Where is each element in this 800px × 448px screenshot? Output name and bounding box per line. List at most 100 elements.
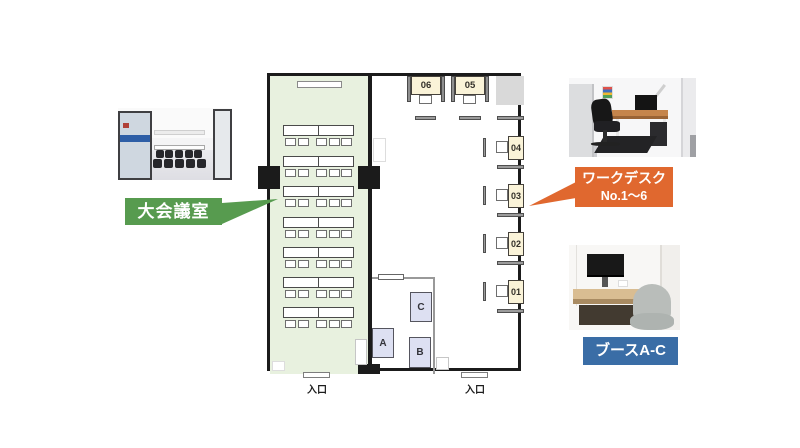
chair xyxy=(496,141,508,153)
table xyxy=(283,125,319,136)
partition xyxy=(483,282,486,301)
chair xyxy=(316,290,327,298)
table xyxy=(283,307,319,318)
meeting-room-fixture xyxy=(272,361,285,371)
work-desk-label-line2: No.1〜6 xyxy=(600,189,648,203)
work-desk-photo xyxy=(569,78,696,157)
photo-chair xyxy=(164,159,174,169)
work-desk-label: ワークデスク No.1〜6 xyxy=(575,167,673,207)
booth-photo xyxy=(569,245,680,330)
booth-a: A xyxy=(372,328,394,358)
work-desk-03: 03 xyxy=(508,184,524,208)
partition xyxy=(407,76,411,102)
chair xyxy=(329,320,340,328)
work-desk-06: 06 xyxy=(411,76,441,95)
wall-stub xyxy=(358,364,380,374)
photo-glass-door-right xyxy=(212,109,232,180)
meeting-table-row xyxy=(283,307,355,329)
photo-desk-shadow xyxy=(578,304,642,325)
work-desk-01: 01 xyxy=(508,280,524,304)
photo-poster xyxy=(602,85,614,100)
photo-glass-wall-left xyxy=(118,110,153,180)
partition xyxy=(497,116,524,120)
photo-tables xyxy=(154,144,205,150)
table xyxy=(283,247,319,258)
photo-chair xyxy=(184,149,193,158)
work-desk-unit-06: 06 xyxy=(407,76,445,105)
chair xyxy=(341,290,352,298)
chair xyxy=(419,95,432,104)
photo-chair xyxy=(175,149,183,158)
partition xyxy=(497,165,524,169)
work-desk-unit-03: 03 xyxy=(483,184,524,208)
photo-monitor xyxy=(635,95,657,110)
photo-chair-post xyxy=(603,130,608,143)
chair xyxy=(298,320,309,328)
photo-chair xyxy=(175,159,185,169)
photo-partition-left xyxy=(569,84,595,157)
entrance-mark-left xyxy=(303,372,330,378)
chair xyxy=(341,138,352,146)
table xyxy=(318,277,354,288)
photo-monitor xyxy=(586,253,625,278)
chair xyxy=(341,230,352,238)
table xyxy=(283,156,319,167)
photo-chair-base xyxy=(590,141,620,146)
chair xyxy=(298,138,309,146)
chair xyxy=(285,138,296,146)
dividing-wall xyxy=(368,76,372,374)
photo-desk-item xyxy=(617,279,628,288)
work-desk-callout-tail xyxy=(529,182,576,206)
chair xyxy=(285,260,296,268)
work-desk-05: 05 xyxy=(455,76,485,95)
booth-area-door xyxy=(378,274,404,280)
meeting-table-row xyxy=(283,186,355,208)
table xyxy=(318,217,354,228)
photo-monitor-arm xyxy=(602,277,608,287)
photo-chair xyxy=(196,159,206,169)
photo-back-wall-board xyxy=(154,129,205,135)
work-desk-04: 04 xyxy=(508,136,524,160)
photo-chair xyxy=(185,159,195,169)
chair xyxy=(496,189,508,201)
partition xyxy=(459,116,481,120)
chair xyxy=(341,260,352,268)
meeting-room-photo xyxy=(118,108,232,180)
table xyxy=(318,307,354,318)
meeting-room-label: 大会議室 xyxy=(125,198,222,225)
entrance-label-right: 入口 xyxy=(465,385,485,396)
booth-area-wall xyxy=(433,277,435,374)
table xyxy=(283,186,319,197)
chair xyxy=(285,230,296,238)
chair xyxy=(316,260,327,268)
table xyxy=(318,247,354,258)
chair xyxy=(316,320,327,328)
chair xyxy=(316,230,327,238)
chair xyxy=(298,260,309,268)
photo-chair xyxy=(155,149,164,158)
chair xyxy=(285,169,296,177)
entrance-mark-right xyxy=(461,372,488,378)
work-desk-unit-05: 05 xyxy=(451,76,489,105)
partition xyxy=(451,76,455,102)
meeting-table-row xyxy=(283,277,355,299)
photo-chair-seat xyxy=(594,120,620,132)
partition xyxy=(483,186,486,205)
chair xyxy=(298,230,309,238)
booth-label: ブースA-C xyxy=(583,337,678,365)
chair xyxy=(496,285,508,297)
work-desk-02: 02 xyxy=(508,232,524,256)
chair xyxy=(496,237,508,249)
cabinet xyxy=(373,138,386,162)
photo-desk-top xyxy=(573,289,652,300)
fixture xyxy=(436,357,449,370)
photo-chair-seat xyxy=(630,313,675,330)
partition xyxy=(483,138,486,157)
chair xyxy=(329,138,340,146)
photo-chair xyxy=(153,159,163,169)
booth-b: B xyxy=(409,337,431,368)
table xyxy=(283,277,319,288)
chair xyxy=(316,138,327,146)
chair xyxy=(285,199,296,207)
chair xyxy=(329,169,340,177)
